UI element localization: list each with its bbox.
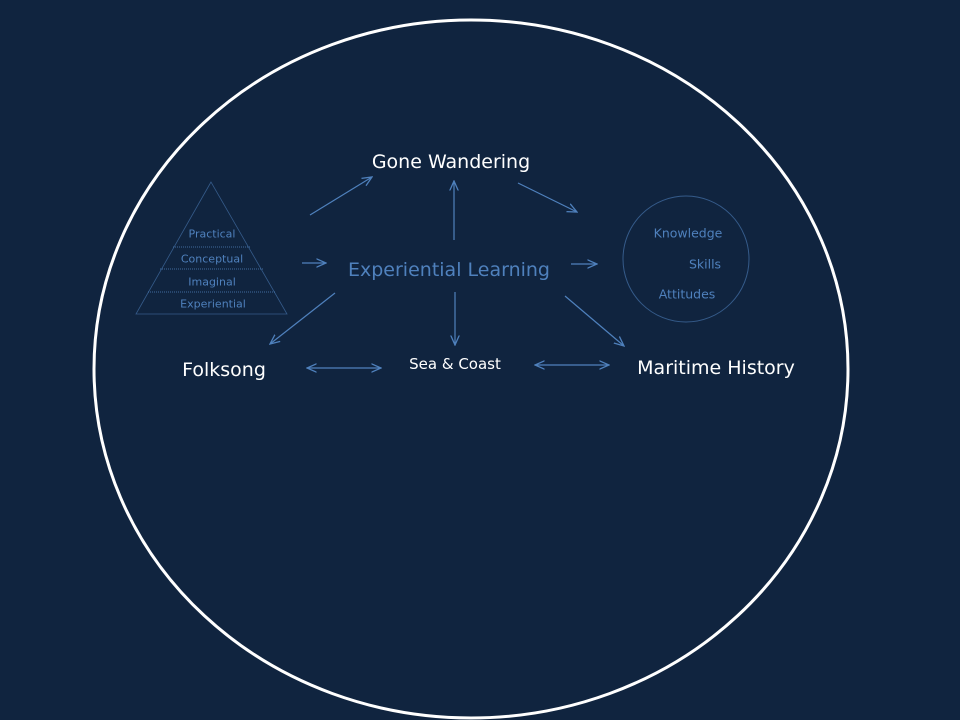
arrow-to-maritime bbox=[564, 295, 624, 346]
node-sea-coast: Sea & Coast bbox=[409, 355, 501, 373]
arrow-to-folksong bbox=[270, 292, 336, 344]
pyramid-level-conceptual: Conceptual bbox=[180, 252, 244, 266]
arrow-to-outcomes bbox=[517, 182, 577, 212]
node-folksong: Folksong bbox=[182, 359, 266, 381]
node-maritime-history: Maritime History bbox=[637, 357, 795, 379]
outer-ellipse bbox=[92, 18, 850, 720]
pyramid-level-imaginal: Imaginal bbox=[188, 275, 236, 289]
pyramid-level-experiential: Experiential bbox=[180, 297, 246, 311]
outcome-knowledge: Knowledge bbox=[653, 225, 723, 241]
node-experiential-learning: Experiential Learning bbox=[348, 259, 550, 281]
outcomes-circle bbox=[622, 195, 750, 323]
outcome-skills: Skills bbox=[688, 256, 722, 272]
outcome-attitudes: Attitudes bbox=[658, 286, 716, 302]
pyramid-level-practical: Practical bbox=[188, 227, 236, 241]
arrow-to-gone-wandering bbox=[309, 177, 372, 216]
pyramid bbox=[135, 181, 288, 315]
node-gone-wandering: Gone Wandering bbox=[371, 151, 531, 173]
